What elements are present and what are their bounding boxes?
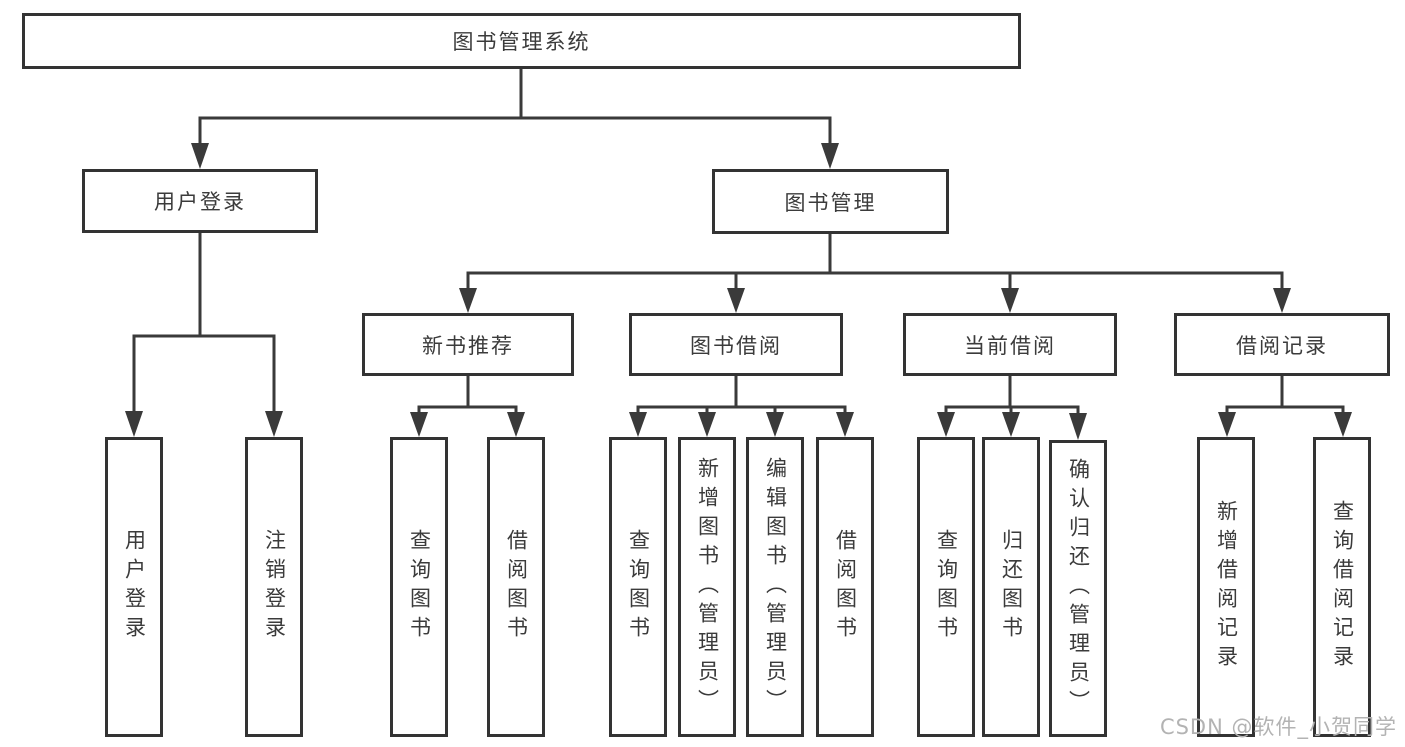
leaf-node-logout: 注销登录 (245, 437, 303, 737)
leaf-node-add-books-admin: 新增图书（管理员） (678, 437, 736, 737)
arrowhead (410, 412, 428, 437)
arrowhead (1218, 412, 1236, 437)
csdn-watermark: CSDN @软件_小贺同学 (1159, 715, 1397, 739)
arrowhead (1273, 288, 1291, 313)
section-node-borrowing-records: 借阅记录 (1174, 313, 1390, 376)
leaf-node-query-books: 查询图书 (609, 437, 667, 737)
leaf-node-confirm-return-admin: 确认归还（管理员） (1049, 440, 1107, 737)
leaf-node-borrow-books: 借阅图书 (487, 437, 545, 737)
section-node-book-borrowing: 图书借阅 (629, 313, 843, 376)
arrowhead (125, 411, 143, 437)
leaf-node-add-borrow-record: 新增借阅记录 (1197, 437, 1255, 737)
branch-node-book-management: 图书管理 (712, 169, 949, 234)
arrowhead (629, 412, 647, 437)
arrowhead (698, 412, 716, 437)
root-node-library-system: 图书管理系统 (22, 13, 1021, 69)
leaf-node-return-books: 归还图书 (982, 437, 1040, 737)
arrowhead (191, 143, 209, 169)
arrowhead (937, 412, 955, 437)
leaf-node-user-login: 用户登录 (105, 437, 163, 737)
arrowhead (507, 412, 525, 437)
arrowhead (1069, 413, 1087, 440)
leaf-node-edit-books-admin: 编辑图书（管理员） (746, 437, 804, 737)
arrowhead (265, 411, 283, 437)
arrowhead (1002, 412, 1020, 437)
arrowhead (1001, 288, 1019, 313)
leaf-node-query-books: 查询图书 (390, 437, 448, 737)
arrowhead (821, 143, 839, 169)
branch-node-user-login: 用户登录 (82, 169, 318, 233)
leaf-node-borrow-books: 借阅图书 (816, 437, 874, 737)
leaf-node-query-borrow-record: 查询借阅记录 (1313, 437, 1371, 737)
leaf-node-query-books: 查询图书 (917, 437, 975, 737)
arrowhead (836, 412, 854, 437)
arrowhead (1334, 412, 1352, 437)
section-node-new-book-recommendation: 新书推荐 (362, 313, 574, 376)
arrowhead (459, 288, 477, 313)
arrowhead (766, 412, 784, 437)
arrowhead (727, 288, 745, 313)
section-node-current-borrowing: 当前借阅 (903, 313, 1117, 376)
